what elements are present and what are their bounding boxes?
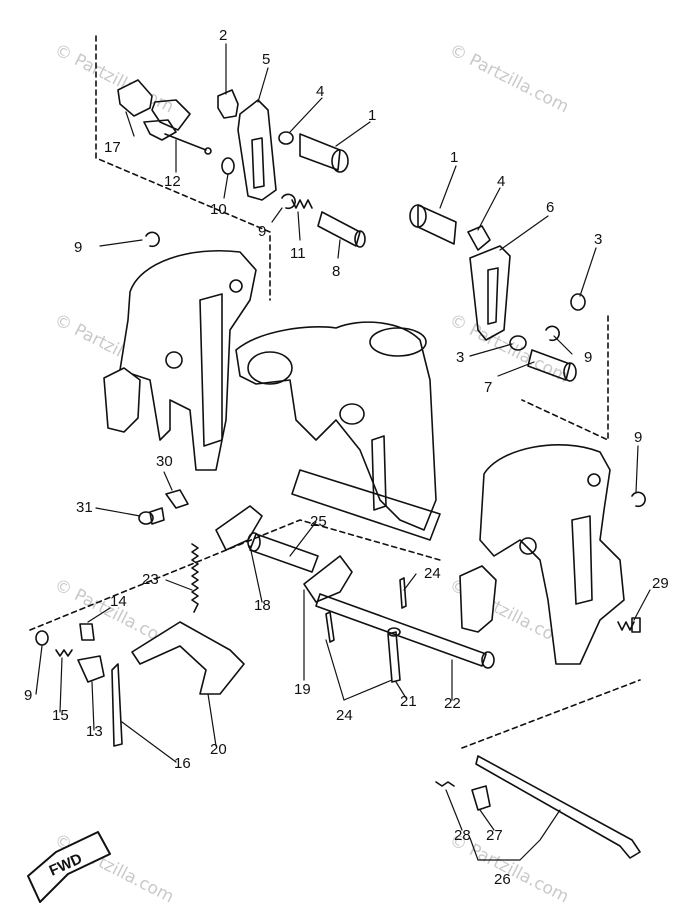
part-9-clip-right: [545, 325, 560, 342]
callout-31: 31: [76, 499, 93, 516]
callout-27: 27: [486, 827, 503, 844]
part-15-spring: [55, 649, 73, 657]
callout-21: 21: [400, 693, 417, 710]
part-24-cotter-pin: [325, 611, 335, 643]
part-3-washer-lower: [509, 335, 527, 351]
part-1-pin: [299, 133, 349, 173]
callout-3: 3: [594, 231, 602, 248]
part-24-cotter-pin: [399, 577, 407, 609]
part-12-lever: [143, 119, 212, 155]
part-21-pin: [387, 627, 401, 683]
part-17-grip: [117, 79, 191, 131]
part-7-pin: [527, 349, 577, 382]
callout-19: 19: [294, 681, 311, 698]
part-5-plate: [237, 99, 277, 201]
callout-9: 9: [584, 349, 592, 366]
part-30-clip: [165, 489, 189, 509]
callout-28: 28: [454, 827, 471, 844]
part-14-bolt: [79, 623, 95, 641]
callout-8: 8: [332, 263, 340, 280]
callout-23: 23: [142, 571, 159, 588]
part-9-clip-left: [145, 231, 160, 248]
group-frame-lower-left: [29, 519, 441, 631]
group-frame-upper-left: [95, 35, 271, 301]
callout-16: 16: [174, 755, 191, 772]
callout-12: 12: [164, 173, 181, 190]
leader-lines: [35, 43, 651, 861]
callout-4: 4: [497, 173, 505, 190]
part-22-shaft: [315, 593, 495, 669]
swivel-bracket: [235, 321, 441, 541]
callout-20: 20: [210, 741, 227, 758]
callout-7: 7: [484, 379, 492, 396]
callout-labels: 2 5 4 1 17 12 10 9 11 8 9 1 4 6 3 3 9 7 …: [24, 27, 669, 888]
part-11-spring: [291, 199, 313, 209]
callout-25: 25: [310, 513, 327, 530]
callout-11: 11: [290, 245, 306, 262]
part-8-pin: [317, 211, 366, 248]
right-clamp-bracket: [459, 444, 625, 665]
callout-9: 9: [74, 239, 82, 256]
part-16-rod: [111, 663, 123, 747]
part-13-plate: [77, 655, 105, 683]
callout-9: 9: [258, 223, 266, 240]
part-4-washer: [278, 131, 294, 145]
callout-1: 1: [368, 107, 376, 124]
callout-17: 17: [104, 139, 121, 156]
callout-10: 10: [210, 201, 227, 218]
part-23-spring: [191, 543, 199, 613]
fwd-arrow-icon: FWD: [27, 831, 111, 903]
group-frame-right: [521, 315, 609, 441]
left-clamp-bracket: [103, 249, 257, 471]
callout-26: 26: [494, 871, 511, 888]
callout-5: 5: [262, 51, 270, 68]
part-9-washer-left: [35, 630, 49, 646]
part-29-bolt: [617, 617, 641, 633]
part-6-plate: [469, 245, 511, 341]
part-4-washer-right: [467, 225, 491, 251]
part-25-shaft: [247, 532, 319, 573]
callout-1: 1: [450, 149, 458, 166]
callout-24: 24: [424, 565, 441, 582]
group-frame-bottom: [461, 679, 641, 749]
part-28-spring: [435, 781, 455, 787]
callout-3: 3: [456, 349, 464, 366]
part-10-washer: [221, 157, 235, 175]
callout-2: 2: [219, 27, 227, 44]
part-2-bracket: [217, 89, 239, 119]
callout-14: 14: [110, 593, 127, 610]
callout-29: 29: [652, 575, 669, 592]
callout-9: 9: [634, 429, 642, 446]
callout-13: 13: [86, 723, 103, 740]
part-9-clip: [281, 193, 296, 210]
part-26-rod: [475, 755, 641, 859]
part-19-plate: [303, 555, 353, 603]
callout-4: 4: [316, 83, 324, 100]
part-18-plate: [215, 505, 263, 551]
part-1-pin-right: [409, 204, 457, 245]
callout-30: 30: [156, 453, 173, 470]
callout-24: 24: [336, 707, 353, 724]
callout-9: 9: [24, 687, 32, 704]
part-27-plate: [471, 785, 491, 811]
callout-15: 15: [52, 707, 69, 724]
part-9-clip-right-lower: [631, 491, 646, 508]
part-31-grease-nipple: [138, 507, 165, 525]
callout-6: 6: [546, 199, 554, 216]
part-3-washer-upper: [570, 293, 586, 311]
callout-18: 18: [254, 597, 271, 614]
part-20-lever: [131, 621, 245, 695]
callout-22: 22: [444, 695, 461, 712]
